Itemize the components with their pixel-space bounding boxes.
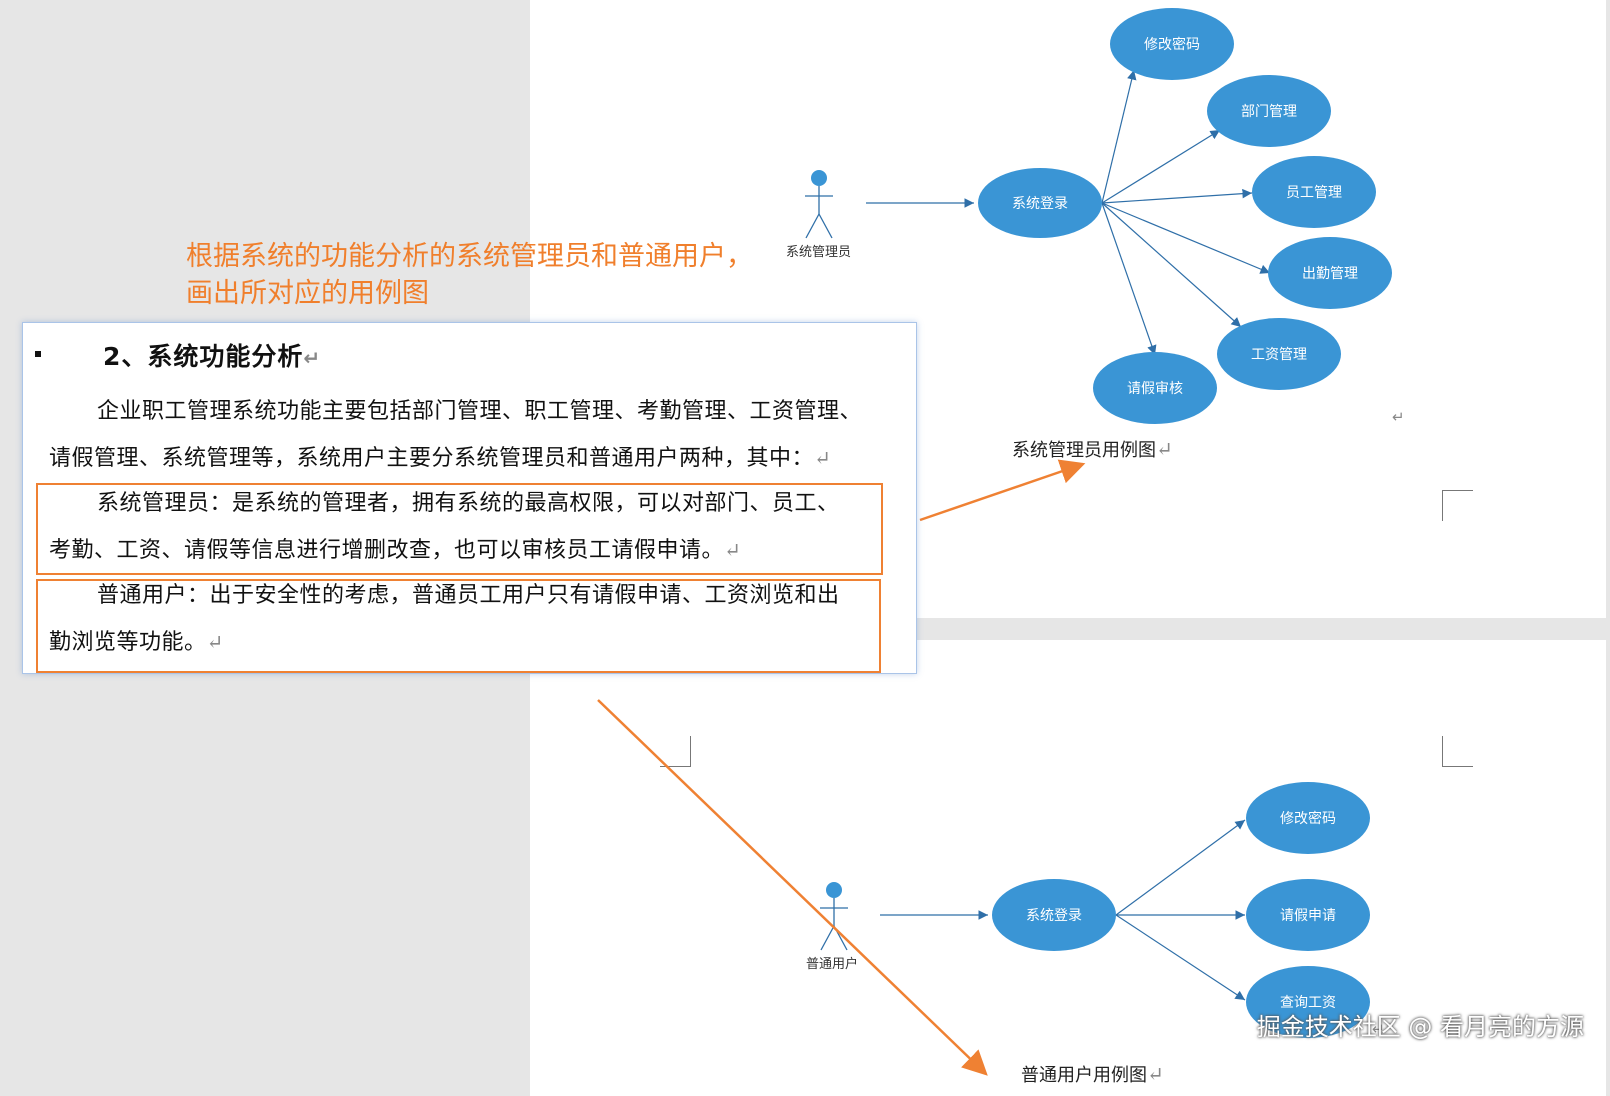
annotation-note: 根据系统的功能分析的系统管理员和普通用户， 画出所对应的用例图 bbox=[186, 238, 806, 312]
page-corner-mark bbox=[660, 736, 691, 767]
page-corner-mark bbox=[1442, 736, 1473, 767]
svg-text:系统登录: 系统登录 bbox=[1026, 908, 1082, 924]
user-usecase-leave-request: 请假申请 bbox=[1246, 879, 1370, 951]
usecase-employee-management: 员工管理 bbox=[1252, 156, 1376, 228]
page-corner-mark bbox=[1442, 490, 1473, 521]
svg-text:员工管理: 员工管理 bbox=[1286, 185, 1342, 201]
usecase-department-management: 部门管理 bbox=[1207, 75, 1331, 147]
svg-text:部门管理: 部门管理 bbox=[1241, 104, 1297, 120]
user-usecase-change-password: 修改密码 bbox=[1246, 782, 1370, 854]
usecase-salary-management: 工资管理 bbox=[1217, 318, 1341, 390]
annotation-line-2: 画出所对应的用例图 bbox=[186, 278, 429, 309]
svg-text:出勤管理: 出勤管理 bbox=[1302, 266, 1358, 282]
svg-text:工资管理: 工资管理 bbox=[1251, 347, 1307, 363]
usecase-attendance-management: 出勤管理 bbox=[1268, 237, 1392, 309]
user-usecase-query-salary: 查询工资 bbox=[1246, 966, 1370, 1038]
document-excerpt-card: 2、系统功能分析↵ 企业职工管理系统功能主要包括部门管理、职工管理、考勤管理、工… bbox=[22, 322, 917, 674]
user-paragraph-line-1: 普通用户：出于安全性的考虑，普通员工用户只有请假申请、工资浏览和出 bbox=[97, 583, 840, 608]
admin-diagram-caption: 系统管理员用例图↵ bbox=[1012, 437, 1173, 461]
admin-actor-label: 系统管理员 bbox=[786, 245, 851, 260]
user-login-usecase: 系统登录 bbox=[992, 879, 1116, 951]
svg-text:系统登录: 系统登录 bbox=[1012, 196, 1068, 212]
admin-paragraph-line-2: 考勤、工资、请假等信息进行增删改查，也可以审核员工请假申请。↵ bbox=[49, 538, 742, 563]
paragraph-mark: ↵ bbox=[1372, 1020, 1385, 1038]
watermark: 掘金技术社区 @ 看月亮的方源 bbox=[1256, 1013, 1584, 1041]
svg-text:请假审核: 请假审核 bbox=[1127, 381, 1183, 397]
svg-text:修改密码: 修改密码 bbox=[1280, 810, 1336, 827]
svg-text:修改密码: 修改密码 bbox=[1144, 36, 1200, 53]
usecase-leave-review: 请假审核 bbox=[1093, 352, 1217, 424]
admin-highlight-box bbox=[36, 483, 883, 575]
user-diagram-caption: 普通用户用例图↵ bbox=[1021, 1062, 1164, 1086]
document-page-bottom: ↵ bbox=[530, 640, 1606, 1096]
annotation-line-1: 根据系统的功能分析的系统管理员和普通用户， bbox=[186, 241, 753, 272]
intro-paragraph-line-1: 企业职工管理系统功能主要包括部门管理、职工管理、考勤管理、工资管理、 bbox=[97, 399, 863, 424]
user-highlight-box bbox=[36, 579, 881, 673]
user-paragraph-line-2: 勤浏览等功能。↵ bbox=[49, 630, 224, 655]
user-actor-label: 普通用户 bbox=[806, 956, 858, 972]
intro-paragraph-line-2: 请假管理、系统管理等，系统用户主要分系统管理员和普通用户两种，其中：↵ bbox=[49, 446, 832, 471]
admin-paragraph-line-1: 系统管理员：是系统的管理者，拥有系统的最高权限，可以对部门、员工、 bbox=[97, 491, 840, 516]
admin-actor-figure bbox=[805, 170, 833, 239]
admin-login-usecase: 系统登录 bbox=[978, 168, 1102, 238]
admin-edges bbox=[866, 69, 1271, 356]
highlight-pointer-arrows bbox=[597, 459, 1086, 1076]
section-heading: 2、系统功能分析↵ bbox=[103, 342, 322, 371]
bullet-icon bbox=[35, 351, 41, 357]
paragraph-mark: ↵ bbox=[1392, 408, 1405, 426]
user-edges bbox=[880, 819, 1246, 1001]
user-actor-figure bbox=[820, 882, 848, 951]
svg-text:请假申请: 请假申请 bbox=[1280, 908, 1336, 924]
svg-text:查询工资: 查询工资 bbox=[1280, 995, 1336, 1011]
usecase-change-password: 修改密码 bbox=[1110, 8, 1234, 80]
